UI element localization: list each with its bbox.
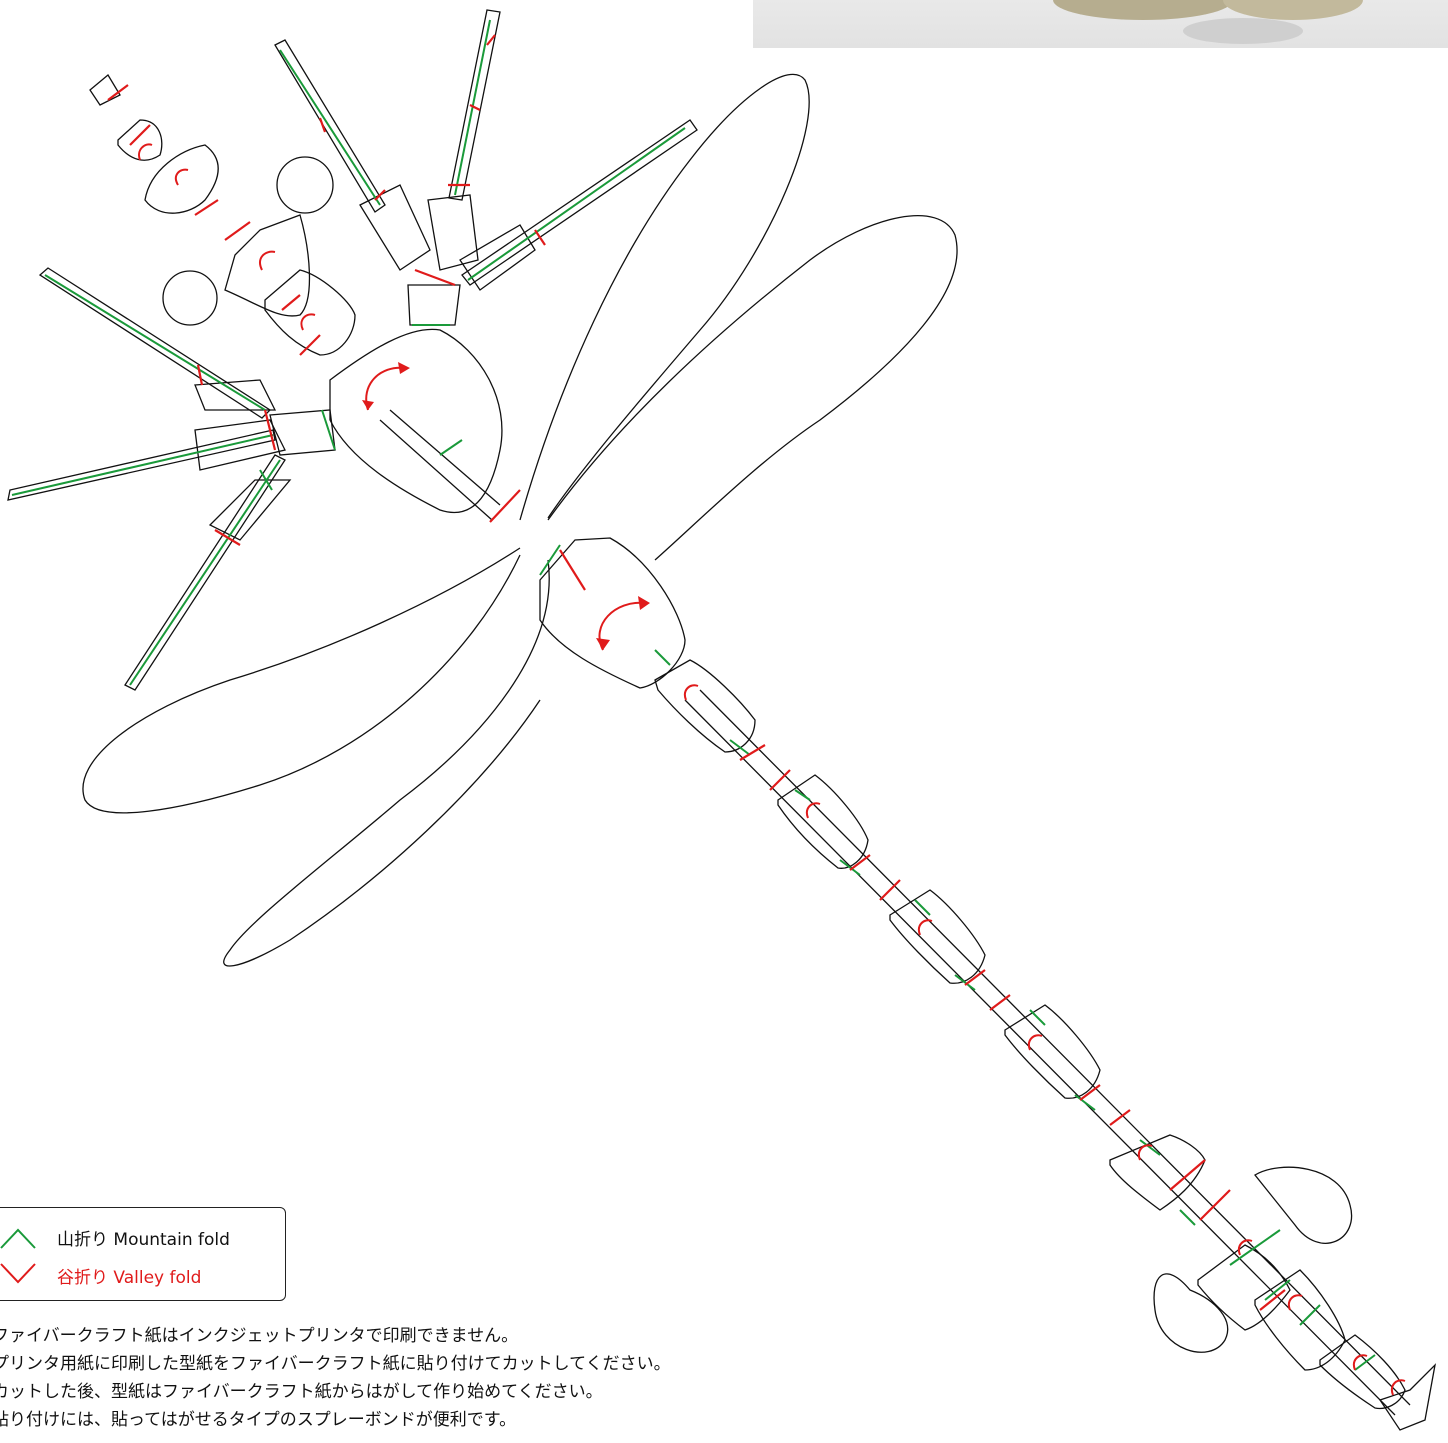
legend-mountain-label: 山折り Mountain fold [57, 1229, 230, 1250]
fold-legend: 山折り Mountain fold 谷折り Valley fold [0, 1207, 286, 1301]
leg-3 [461, 119, 698, 286]
leg-joint [194, 379, 277, 411]
mountain-fold-line [11, 19, 686, 686]
leg-joint [208, 479, 292, 541]
mountain-fold-icon [0, 1228, 36, 1249]
photo-strip [753, 0, 1448, 48]
leg-6 [124, 454, 286, 691]
note-line: プリンタ用紙に印刷した型紙をファイバークラフト紙に貼り付けてカットしてください。 [0, 1354, 671, 1374]
mandible [89, 74, 121, 106]
leg-joint [459, 224, 536, 291]
mountain-fold-line [539, 544, 1376, 1371]
leg-joint [194, 419, 286, 471]
abdomen-segment-5 [1004, 1004, 1101, 1099]
legend-mountain-row: 山折り Mountain fold [0, 1220, 230, 1254]
tail-flap-left [1153, 1273, 1229, 1353]
leg-collar [269, 409, 336, 456]
abdomen-segment-3 [777, 774, 869, 869]
note-line: 貼り付けには、貼ってはがせるタイプのスプレーボンドが便利です。 [0, 1410, 517, 1430]
valley-fold-lines [107, 34, 1286, 1311]
leg-collar [407, 284, 461, 326]
leg-2 [448, 9, 501, 201]
leg-1 [274, 39, 386, 213]
curved-arrow-icon [138, 143, 1406, 1396]
mountain-fold-line [259, 324, 463, 491]
eye-top [276, 156, 334, 214]
eye-left [162, 270, 218, 326]
leg-5 [7, 429, 276, 501]
legend-valley-label: 谷折り Valley fold [57, 1267, 202, 1288]
leg-joint [427, 194, 479, 271]
thorax [329, 328, 503, 514]
mountain-fold-lines [11, 19, 1376, 1371]
instruction-notes: ファイバークラフト紙はインクジェットプリンタで印刷できません。 プリンタ用紙に印… [0, 1322, 852, 1434]
tail-segment [1254, 1269, 1346, 1371]
leg-joint [359, 184, 431, 271]
legend-valley-row: 谷折り Valley fold [0, 1258, 201, 1292]
abdomen-segment-7 [1197, 1244, 1291, 1331]
cut-lines [7, 9, 1437, 1431]
rotate-arrows [138, 143, 1406, 1396]
head-body [224, 214, 311, 317]
note-line: カットした後、型紙はファイバークラフト紙からはがして作り始めてください。 [0, 1382, 603, 1402]
photo-rock [1053, 0, 1233, 20]
photo-shadow [1183, 18, 1303, 44]
abdomen-segment-1 [539, 537, 686, 689]
valley-fold-line [489, 489, 1286, 1311]
abdomen-segment-6 [1109, 1134, 1206, 1211]
wing-lower-left [82, 547, 521, 814]
head-segment [264, 269, 356, 356]
photo-rock [1223, 0, 1363, 20]
note-line: ファイバークラフト紙はインクジェットプリンタで印刷できません。 [0, 1326, 519, 1346]
neck-slit [379, 409, 501, 521]
mouth-part [144, 144, 219, 214]
abdomen-spine [684, 689, 1411, 1416]
wing-upper-right [519, 73, 810, 521]
tail-flap-right [1254, 1166, 1353, 1244]
mouth-top [117, 119, 163, 161]
valley-fold-icon [0, 1263, 36, 1284]
abdomen-segment-2 [654, 659, 756, 753]
valley-fold-line [107, 34, 546, 546]
abdomen-segment-4 [889, 889, 986, 984]
wing-lower-far [223, 559, 550, 967]
tail-end [1319, 1334, 1406, 1410]
tail-fork [1378, 1363, 1437, 1431]
wing-upper-far [547, 215, 958, 561]
